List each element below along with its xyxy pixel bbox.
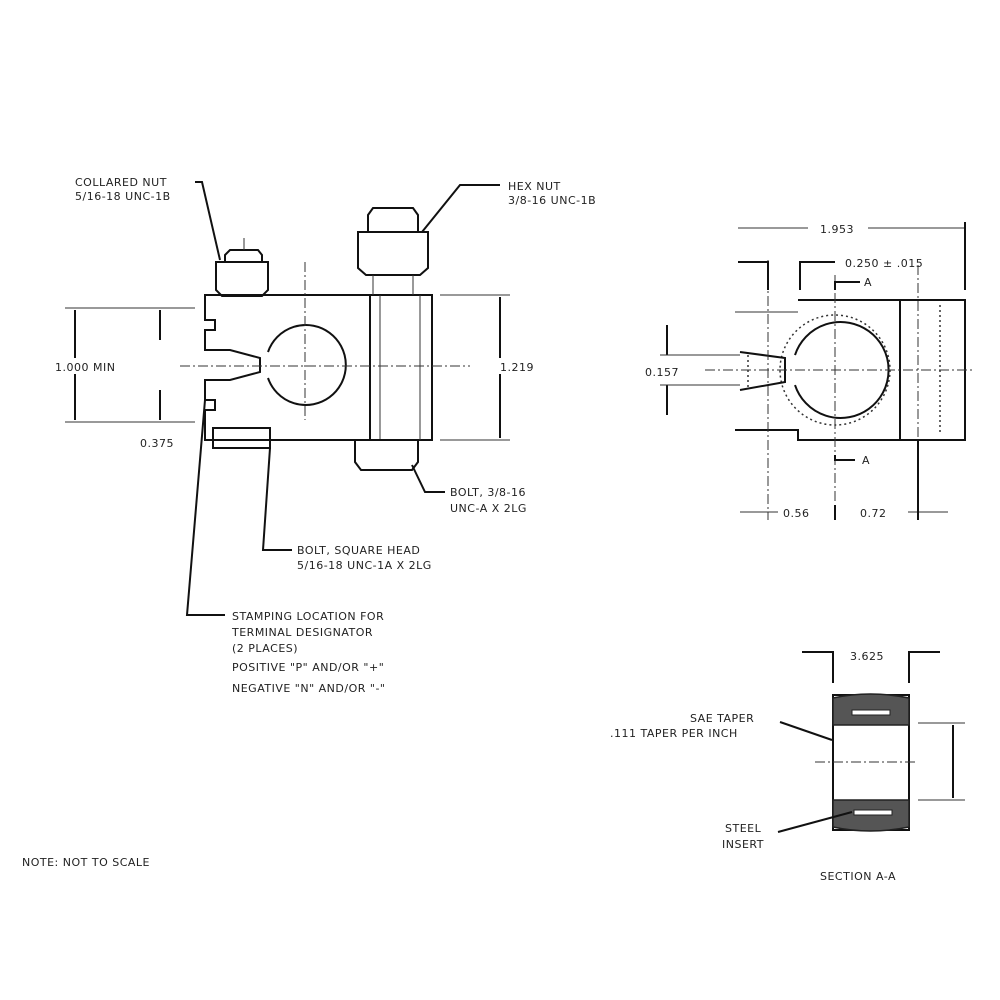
leader [261, 447, 292, 551]
clamp-body [204, 294, 433, 441]
dim-label: 1.953 [820, 223, 854, 236]
label: NEGATIVE "N" AND/OR "-" [232, 682, 385, 695]
label: BOLT, SQUARE HEAD [297, 544, 420, 557]
section-mark: A [864, 276, 872, 289]
label: 3/8-16 UNC-1B [508, 194, 596, 207]
section-arrow [834, 281, 860, 290]
dim-line [799, 261, 835, 290]
leader [421, 184, 500, 233]
label: TERMINAL DESIGNATOR [231, 626, 373, 639]
insert-slot [851, 709, 891, 716]
leader [777, 811, 853, 833]
dim-label: 0.56 [783, 507, 810, 520]
dim-label: 0.375 [140, 437, 174, 450]
dim-label: 3.625 [850, 650, 884, 663]
dim-line [908, 651, 940, 683]
label: POSITIVE "P" AND/OR "+" [232, 661, 384, 674]
section-title: SECTION A-A [820, 870, 896, 883]
top-body [735, 299, 966, 441]
bolt-head [354, 439, 419, 471]
label: HEX NUT [508, 180, 561, 193]
section-mark: A [862, 454, 870, 467]
note: NOTE: NOT TO SCALE [22, 856, 150, 869]
label: 5/16-18 UNC-1B [75, 190, 171, 203]
dim-label: 0.250 ± .015 [845, 257, 923, 270]
label: 5/16-18 UNC-1A X 2LG [297, 559, 432, 572]
clamp-hole [267, 324, 347, 406]
leader [185, 399, 225, 616]
dim-1219: 1.219 [440, 294, 534, 441]
dim-1000: 1.000 MIN [48, 307, 195, 423]
dim-label: 0.157 [645, 366, 679, 379]
label: UNC-A X 2LG [450, 502, 527, 515]
dim-label: 0.72 [860, 507, 887, 520]
label: STEEL [725, 822, 762, 835]
label: INSERT [722, 838, 764, 851]
dim-label: 1.219 [500, 361, 534, 374]
label: SAE TAPER [690, 712, 754, 725]
dim-label: 1.000 MIN [55, 361, 115, 374]
hex-nut [357, 207, 429, 276]
label: COLLARED NUT [75, 176, 167, 189]
square-head-bolt [212, 427, 271, 449]
dim-line [738, 261, 769, 290]
top-view: 1.953 0.250 ± .015 A A 0.157 0.56 0.72 [640, 220, 975, 520]
label: (2 PLACES) [232, 642, 298, 655]
insert-slot [853, 809, 893, 816]
collared-nut [215, 249, 269, 297]
section-view: 3.625 SAE TAPER .111 TAPER PER INCH STEE… [610, 650, 965, 883]
label: STAMPING LOCATION FOR [232, 610, 384, 623]
front-view: 1.000 MIN 1.219 0.375 COLLARED NUT 5/16-… [48, 176, 596, 695]
leader [195, 181, 221, 261]
slot [739, 351, 786, 391]
leader [779, 721, 833, 741]
dim-line [802, 651, 834, 683]
label: .111 TAPER PER INCH [610, 727, 738, 740]
section-arrow [834, 455, 855, 461]
leader [411, 464, 445, 493]
label: BOLT, 3/8-16 [450, 486, 526, 499]
